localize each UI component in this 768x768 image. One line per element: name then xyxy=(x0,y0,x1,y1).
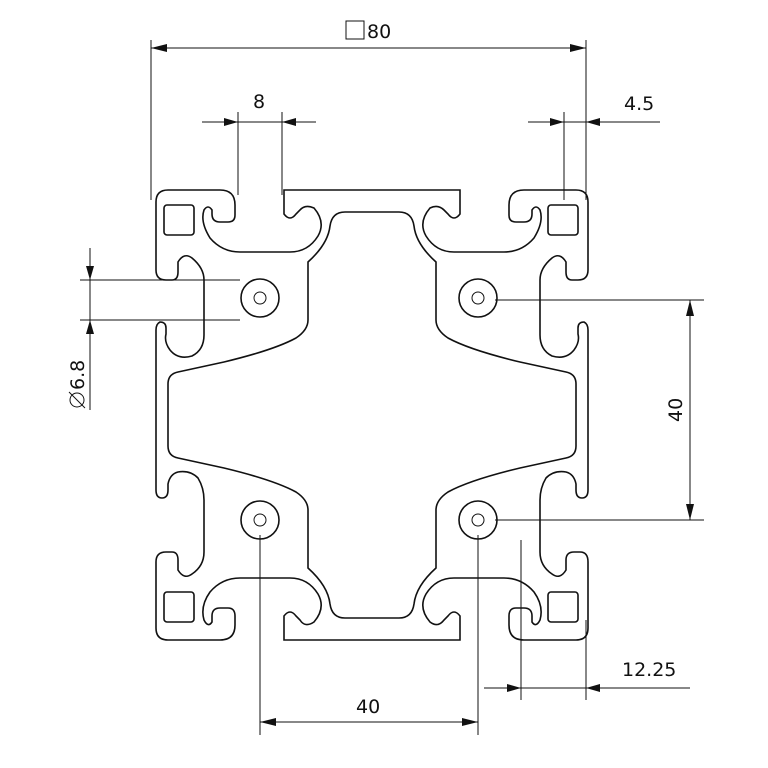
lip-dimension-label: 4.5 xyxy=(624,93,654,115)
dimension-hole: 6.8 xyxy=(67,248,240,410)
edge-offset-label: 12.25 xyxy=(622,659,676,681)
dimension-lip: 4.5 xyxy=(528,93,660,200)
corner-cavity-bl xyxy=(163,591,195,623)
square-icon xyxy=(345,20,365,40)
dimension-horizontal-pitch: 40 xyxy=(259,535,479,735)
horizontal-pitch-label: 40 xyxy=(356,696,380,718)
width-dimension-label: 80 xyxy=(367,21,391,43)
corner-cavity-tl xyxy=(163,204,195,236)
center-cavity xyxy=(167,211,577,619)
diameter-icon xyxy=(68,391,86,409)
dimension-width: 80 xyxy=(150,20,587,200)
dimension-slot: 8 xyxy=(202,91,316,195)
hole-dimension-label: 6.8 xyxy=(67,360,89,390)
dimension-edge-offset: 12.25 xyxy=(484,540,690,700)
corner-cavity-br xyxy=(547,591,579,623)
slot-dimension-label: 8 xyxy=(253,91,265,113)
core-hole-tl xyxy=(240,278,280,318)
outer-contour xyxy=(155,189,589,641)
profile-outline xyxy=(155,189,589,641)
corner-cavity-tr xyxy=(547,204,579,236)
dimension-vertical-pitch: 40 xyxy=(495,299,704,521)
core-hole-tr xyxy=(458,278,498,318)
core-hole-bl xyxy=(240,500,280,540)
vertical-pitch-label: 40 xyxy=(665,398,687,422)
core-hole-br xyxy=(458,500,498,540)
